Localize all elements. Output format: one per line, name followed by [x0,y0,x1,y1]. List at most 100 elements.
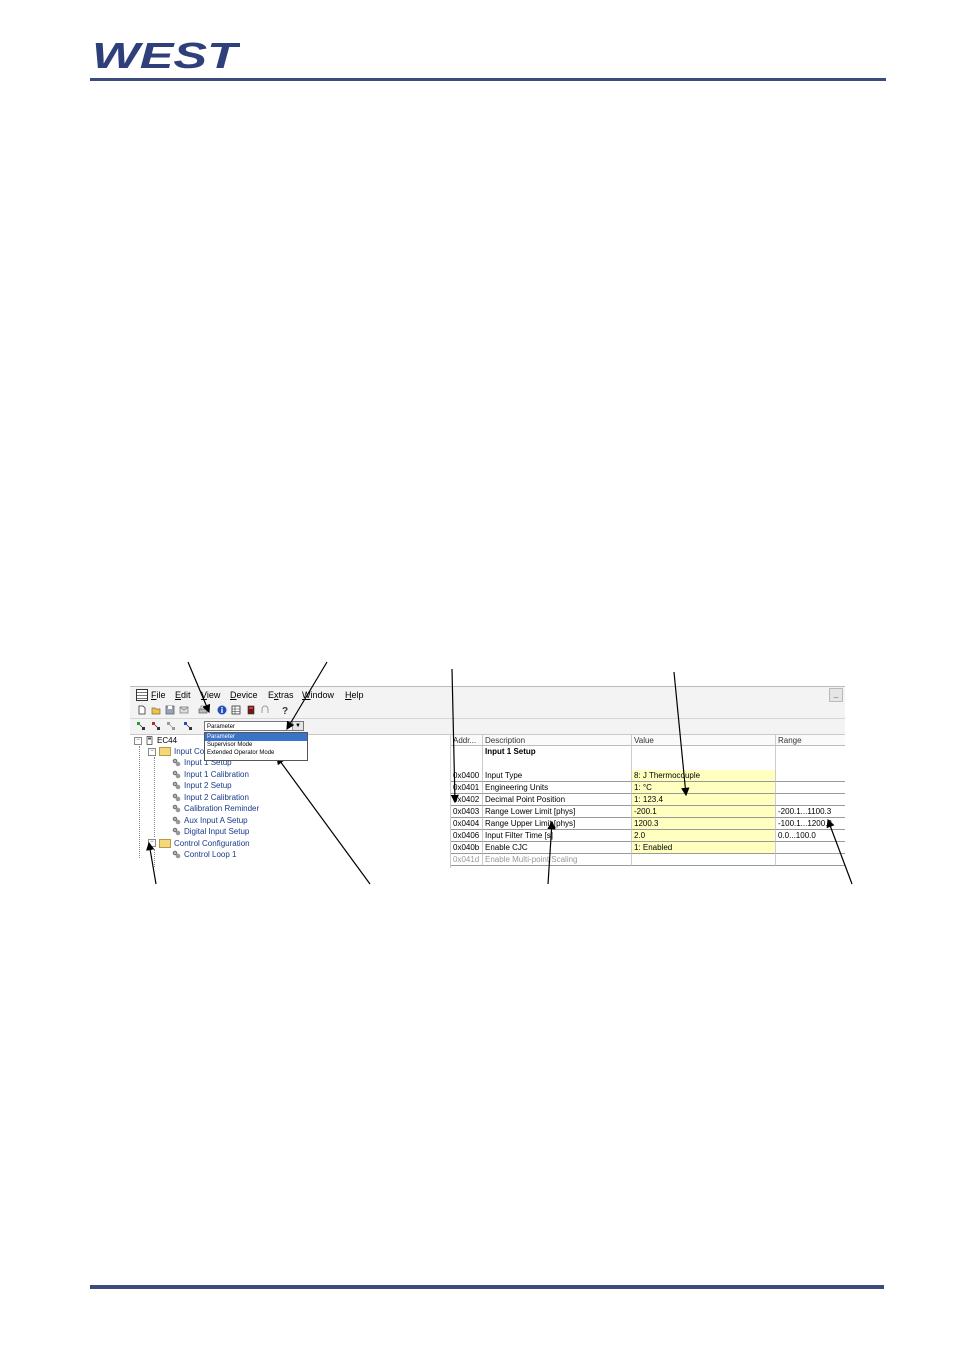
collapse-icon[interactable]: − [148,747,156,756]
settings-node-icon [172,770,181,779]
header-rule [90,78,886,81]
device-node-icon [146,736,153,746]
desc-cell: Enable CJC [483,842,632,854]
mode-option-supervisor[interactable]: Supervisor Mode [207,742,253,748]
range-cell [776,782,845,794]
settings-node-icon [172,793,181,802]
svg-text:WEST: WEST [92,38,240,72]
help-icon[interactable]: ? [280,705,290,715]
desc-cell: Range Lower Limit [phys] [483,806,632,818]
folder-icon [159,838,171,848]
print-icon[interactable] [198,705,208,715]
settings-node-icon [172,782,181,790]
tree-item-input-2-calibration[interactable]: Input 2 Calibration [172,792,249,803]
app-icon [136,689,148,701]
open-folder-icon[interactable] [151,705,161,715]
range-cell: -100.1...1200.3 [776,818,845,830]
addr-cell: 0x0400 [451,770,483,782]
menu-edit[interactable]: Edit [175,690,191,700]
desc-cell: Engineering Units [483,782,632,794]
menu-extras[interactable]: Extras [268,690,294,700]
col-header-address[interactable]: Addr... [451,735,483,746]
tree-item-control-loop-1[interactable]: Control Loop 1 [172,849,236,860]
main-toolbar: ? [130,703,845,719]
range-cell [776,842,845,854]
table-cell [632,746,776,758]
table-cell [483,758,632,770]
range-cell [776,854,845,866]
collapse-icon[interactable]: − [134,736,142,745]
desc-cell: Input Filter Time [s] [483,830,632,842]
tree-item-input-1-setup[interactable]: Input 1 Setup [172,757,232,768]
minimize-button[interactable]: _ [829,688,843,702]
range-cell [776,770,845,782]
menu-file[interactable]: File [151,690,166,700]
west-logo: WEST [92,38,240,72]
menu-view[interactable]: View [201,690,221,700]
tree-root[interactable]: − EC44 [134,735,177,746]
device-icon[interactable] [246,705,256,715]
settings-node-icon [172,759,181,767]
value-cell[interactable]: 1: 123.4 [632,794,776,806]
range-cell [776,794,845,806]
value-cell[interactable]: 1: Enabled [632,842,776,854]
tree-item-aux-input-a-setup[interactable]: Aux Input A Setup [172,815,248,826]
value-cell[interactable] [632,854,776,866]
menu-window[interactable]: Window [302,690,335,700]
desc-cell: Input Type [483,770,632,782]
save-icon[interactable] [165,705,175,715]
col-header-range[interactable]: Range [776,735,845,746]
table-cell [451,758,483,770]
value-cell[interactable]: 1200.3 [632,818,776,830]
menu-help[interactable]: Help [345,690,364,700]
write-device-icon[interactable] [151,721,161,731]
compare-icon[interactable] [166,721,176,731]
connect-icon[interactable] [260,705,270,715]
settings-node-icon [172,805,181,813]
mode-dropdown-list: Parameter Supervisor Mode Extended Opera… [204,732,308,761]
chevron-down-icon[interactable]: ▼ [292,722,303,730]
value-cell[interactable]: 2.0 [632,830,776,842]
tree-item-digital-input-setup[interactable]: Digital Input Setup [172,826,249,837]
collapse-icon[interactable]: − [148,839,156,848]
addr-cell: 0x0404 [451,818,483,830]
range-cell: 0.0...100.0 [776,830,845,842]
tree-item-input-1-calibration[interactable]: Input 1 Calibration [172,769,249,780]
mode-option-parameter[interactable]: Parameter [205,733,307,741]
tree-item-input-2-setup[interactable]: Input 2 Setup [172,780,232,791]
table-cell [776,746,845,758]
mail-icon[interactable] [179,705,189,715]
value-cell[interactable]: -200.1 [632,806,776,818]
value-cell[interactable]: 8: J Thermocouple [632,770,776,782]
parameter-tree: −EC44 −Input Co Input 1 Setup Input 1 Ca… [130,735,440,868]
settings-node-icon [172,851,181,859]
mode-option-extended-operator[interactable]: Extended Operator Mode [207,750,275,756]
table-view-icon[interactable] [231,705,241,715]
software-screenshot: File Edit View Device Extras Window Help… [130,686,845,868]
folder-icon [159,747,171,757]
tree-folder-control-configuration[interactable]: −Control Configuration [148,838,250,849]
mode-select[interactable]: Parameter ▼ [204,721,304,731]
col-header-value[interactable]: Value [632,735,776,746]
section-heading: Input 1 Setup [483,746,632,758]
menu-device[interactable]: Device [230,690,258,700]
mode-select-value: Parameter [207,724,236,730]
addr-cell: 0x0406 [451,830,483,842]
tree-folder-input-configuration[interactable]: −Input Co [148,746,204,757]
addr-cell: 0x0401 [451,782,483,794]
table-cell [451,746,483,758]
addr-cell: 0x040b [451,842,483,854]
online-icon[interactable] [183,721,193,731]
tree-item-calibration-reminder[interactable]: Calibration Reminder [172,803,259,814]
settings-node-icon [172,828,181,836]
value-cell[interactable]: 1: °C [632,782,776,794]
new-file-icon[interactable] [137,705,147,715]
tree-root-label: EC44 [157,736,178,745]
menu-bar: File Edit View Device Extras Window Help… [130,686,845,704]
info-icon[interactable] [217,705,227,715]
table-cell [632,758,776,770]
addr-cell: 0x0403 [451,806,483,818]
desc-cell: Range Upper Limit [phys] [483,818,632,830]
read-device-icon[interactable] [136,721,146,731]
col-header-description[interactable]: Description [483,735,632,746]
